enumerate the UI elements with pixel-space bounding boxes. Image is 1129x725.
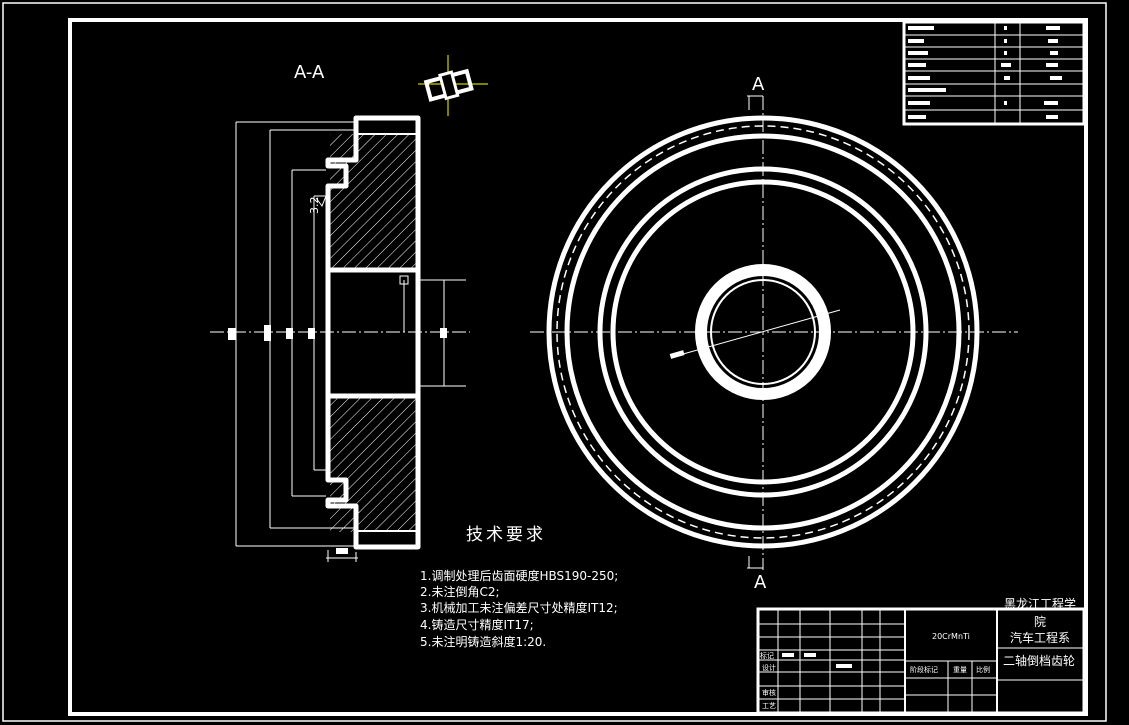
col-header-scale: 比例 (976, 665, 990, 674)
drawing-frame (68, 18, 1088, 716)
parameter-table (902, 20, 1086, 126)
gear-section-profile (325, 115, 421, 550)
col-header-stage: 阶段标记 (910, 665, 938, 674)
section-marker-bottom: A (747, 556, 767, 593)
school-name-line2: 院 (1034, 615, 1046, 629)
tooth-tip-lines (356, 133, 418, 532)
tech-req-item: 4.铸造尺寸精度IT17; (420, 617, 534, 632)
svg-text:3.2: 3.2 (308, 197, 321, 215)
front-center-lines (530, 96, 1018, 570)
row-label-mark: 标记 (760, 651, 774, 660)
section-marker-top: A (747, 74, 765, 110)
row-label-design: 设计 (762, 663, 776, 672)
pitch-circle (556, 125, 970, 539)
title-block-fills (782, 653, 852, 668)
tech-req-item: 2.未注倒角C2; (420, 584, 500, 599)
svg-text:A: A (752, 74, 765, 95)
svg-text:A: A (754, 572, 767, 593)
row-label-review: 审核 (762, 688, 776, 697)
part-name: 二轴倒档齿轮 (1003, 653, 1075, 668)
surface-marker-symbol (418, 55, 488, 116)
col-header-weight: 重量 (953, 666, 967, 674)
row-label-process: 工艺 (762, 702, 776, 710)
tech-req-item: 1.调制处理后齿面硬度HBS190-250; (420, 568, 618, 583)
section-label: A-A (294, 62, 325, 83)
tech-req-item: 3.机械加工未注偏差尺寸处精度IT12; (420, 600, 618, 615)
material-code: 20CrMnTi (932, 632, 970, 641)
dimension-values (228, 325, 447, 554)
tech-req-list: 1.调制处理后齿面硬度HBS190-250; 2.未注倒角C2; 3.机械加工未… (420, 568, 618, 649)
title-block-grid (756, 607, 1086, 715)
department-name: 汽车工程系 (1010, 630, 1070, 645)
bore-dimension (669, 309, 841, 359)
tech-req-item: 5.未注明铸造斜度1:20. (420, 634, 546, 649)
tech-req-heading: 技术要求 (466, 525, 546, 545)
parameter-table-entries (908, 26, 1062, 119)
school-name: 黑龙江工程学 (1004, 596, 1076, 611)
roughness-symbol: 3.2 (308, 185, 331, 215)
sheet-border (2, 2, 1107, 722)
section-hatching (330, 134, 416, 532)
